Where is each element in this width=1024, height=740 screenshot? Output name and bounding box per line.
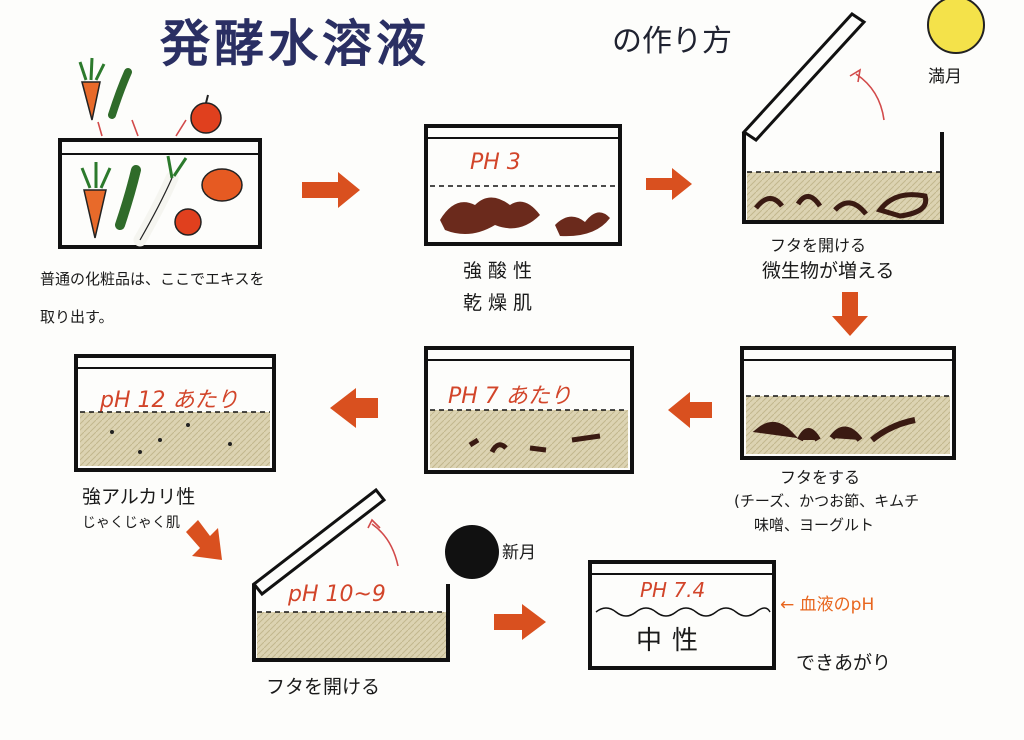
cucumber-icon <box>115 165 141 230</box>
flow-arrow <box>186 520 222 560</box>
step7-caption-line1: フタを開ける <box>266 676 381 698</box>
step1-container <box>58 138 262 249</box>
step7-container <box>251 487 450 662</box>
step2-ph-label: PH 3 <box>470 150 521 175</box>
radish-icon <box>133 155 188 247</box>
step6-caption-line2: じゃくじゃく肌 <box>82 515 180 531</box>
step8-container <box>588 560 776 670</box>
step6-ph-label: pH 12 あたり <box>100 388 239 413</box>
step2-caption-line1: 強酸性 <box>463 260 539 282</box>
page-title: 発酵水溶液 <box>160 15 430 73</box>
step5-container <box>424 346 634 474</box>
step4-container <box>740 346 956 460</box>
step3-caption-line1: フタを開ける <box>770 236 867 255</box>
flow-arrow <box>646 168 692 200</box>
carrot-icon <box>80 162 112 239</box>
step1-caption-line1: 普通の化粧品は、ここでエキスを <box>40 270 265 288</box>
page-subtitle: の作り方 <box>612 24 732 59</box>
step4-caption-line2: (チーズ、かつお節、キムチ <box>734 492 920 510</box>
step5-ph-label: PH 7 あたり <box>448 384 572 409</box>
step8-caption-line1: できあがり <box>796 652 892 674</box>
cucumber-icon <box>108 68 132 119</box>
step4-caption-line1: フタをする <box>780 468 861 487</box>
step3-caption-line2: 微生物が増える <box>762 260 895 282</box>
step6-caption-line1: 強アルカリ性 <box>82 486 196 508</box>
carrot-icon <box>78 57 106 121</box>
new-moon-label: 新月 <box>502 543 536 563</box>
full-moon-label: 満月 <box>928 67 962 87</box>
tomato-icon <box>201 168 243 202</box>
full-moon-icon <box>927 0 985 54</box>
step2-caption-line2: 乾燥肌 <box>463 292 539 314</box>
step8-inner-label: 中性 <box>636 626 709 656</box>
step7-ph-label: pH 10~9 <box>288 582 386 607</box>
flow-arrow <box>494 604 546 640</box>
flow-arrow <box>832 292 868 336</box>
step8-ph-label: PH 7.4 <box>640 578 706 602</box>
step4-caption-line3: 味噌、ヨーグルト <box>754 516 875 534</box>
step2-container <box>424 124 622 246</box>
flow-arrow <box>668 392 712 428</box>
apple-icon <box>190 94 222 134</box>
step1-caption-line2: 取り出す。 <box>40 308 114 326</box>
new-moon-icon <box>445 525 499 579</box>
step6-container <box>74 354 276 472</box>
step3-container <box>741 12 944 224</box>
blood-ph-note: ← 血液のpH <box>780 595 875 615</box>
flow-arrow <box>302 172 360 208</box>
apple-icon <box>174 208 202 236</box>
flow-arrow <box>330 388 378 428</box>
